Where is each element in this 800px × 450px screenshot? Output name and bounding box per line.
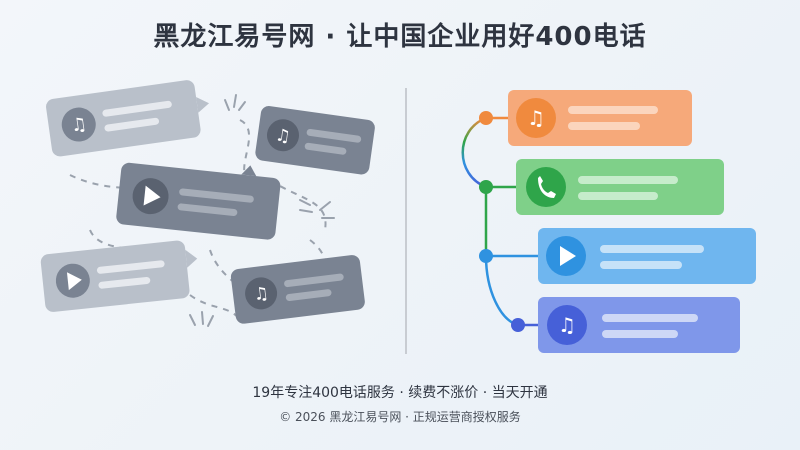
tagline: 19年专注400电话服务 · 续费不涨价 · 当天开通 [252,385,548,401]
music-note-icon [61,107,96,142]
music-note-icon [245,277,278,310]
flow-node-3 [479,249,493,263]
footer-copyright: © 2026 黑龙江易号网 · 正规运营商授权服务 [279,410,521,424]
scattered-card-2: ♫ [255,106,375,175]
music-note-icon [516,98,556,138]
music-note-icon [547,305,587,345]
music-note-icon [266,119,299,152]
spark-marks [189,94,335,327]
flow-node-2 [479,180,493,194]
svg-text:♫: ♫ [274,125,292,147]
phone-icon [526,167,566,207]
route-card-indigo: ♫ [538,297,740,353]
route-card-blue [538,228,756,284]
scattered-card-1: ♫ [46,80,210,157]
scattered-card-3 [116,162,281,240]
scattered-card-5: ♫ [230,255,365,324]
svg-text:♫: ♫ [527,106,545,130]
center-divider [405,88,407,354]
svg-text:♫: ♫ [69,114,88,137]
flow-node-1 [479,111,493,125]
flow-connectors [461,116,538,327]
scattered-cards-illustration: ♫ ♫ ♫ [40,80,375,327]
flow-node-4 [511,318,525,332]
scattered-card-4 [40,240,198,312]
route-card-orange: ♫ [508,90,692,146]
svg-text:♫: ♫ [252,284,270,306]
route-card-green [516,159,724,215]
svg-text:♫: ♫ [558,313,576,337]
organized-flow-illustration: ♫ ♫ [461,90,756,353]
page-title: 黑龙江易号网 · 让中国企业用好400电话 [153,22,647,52]
